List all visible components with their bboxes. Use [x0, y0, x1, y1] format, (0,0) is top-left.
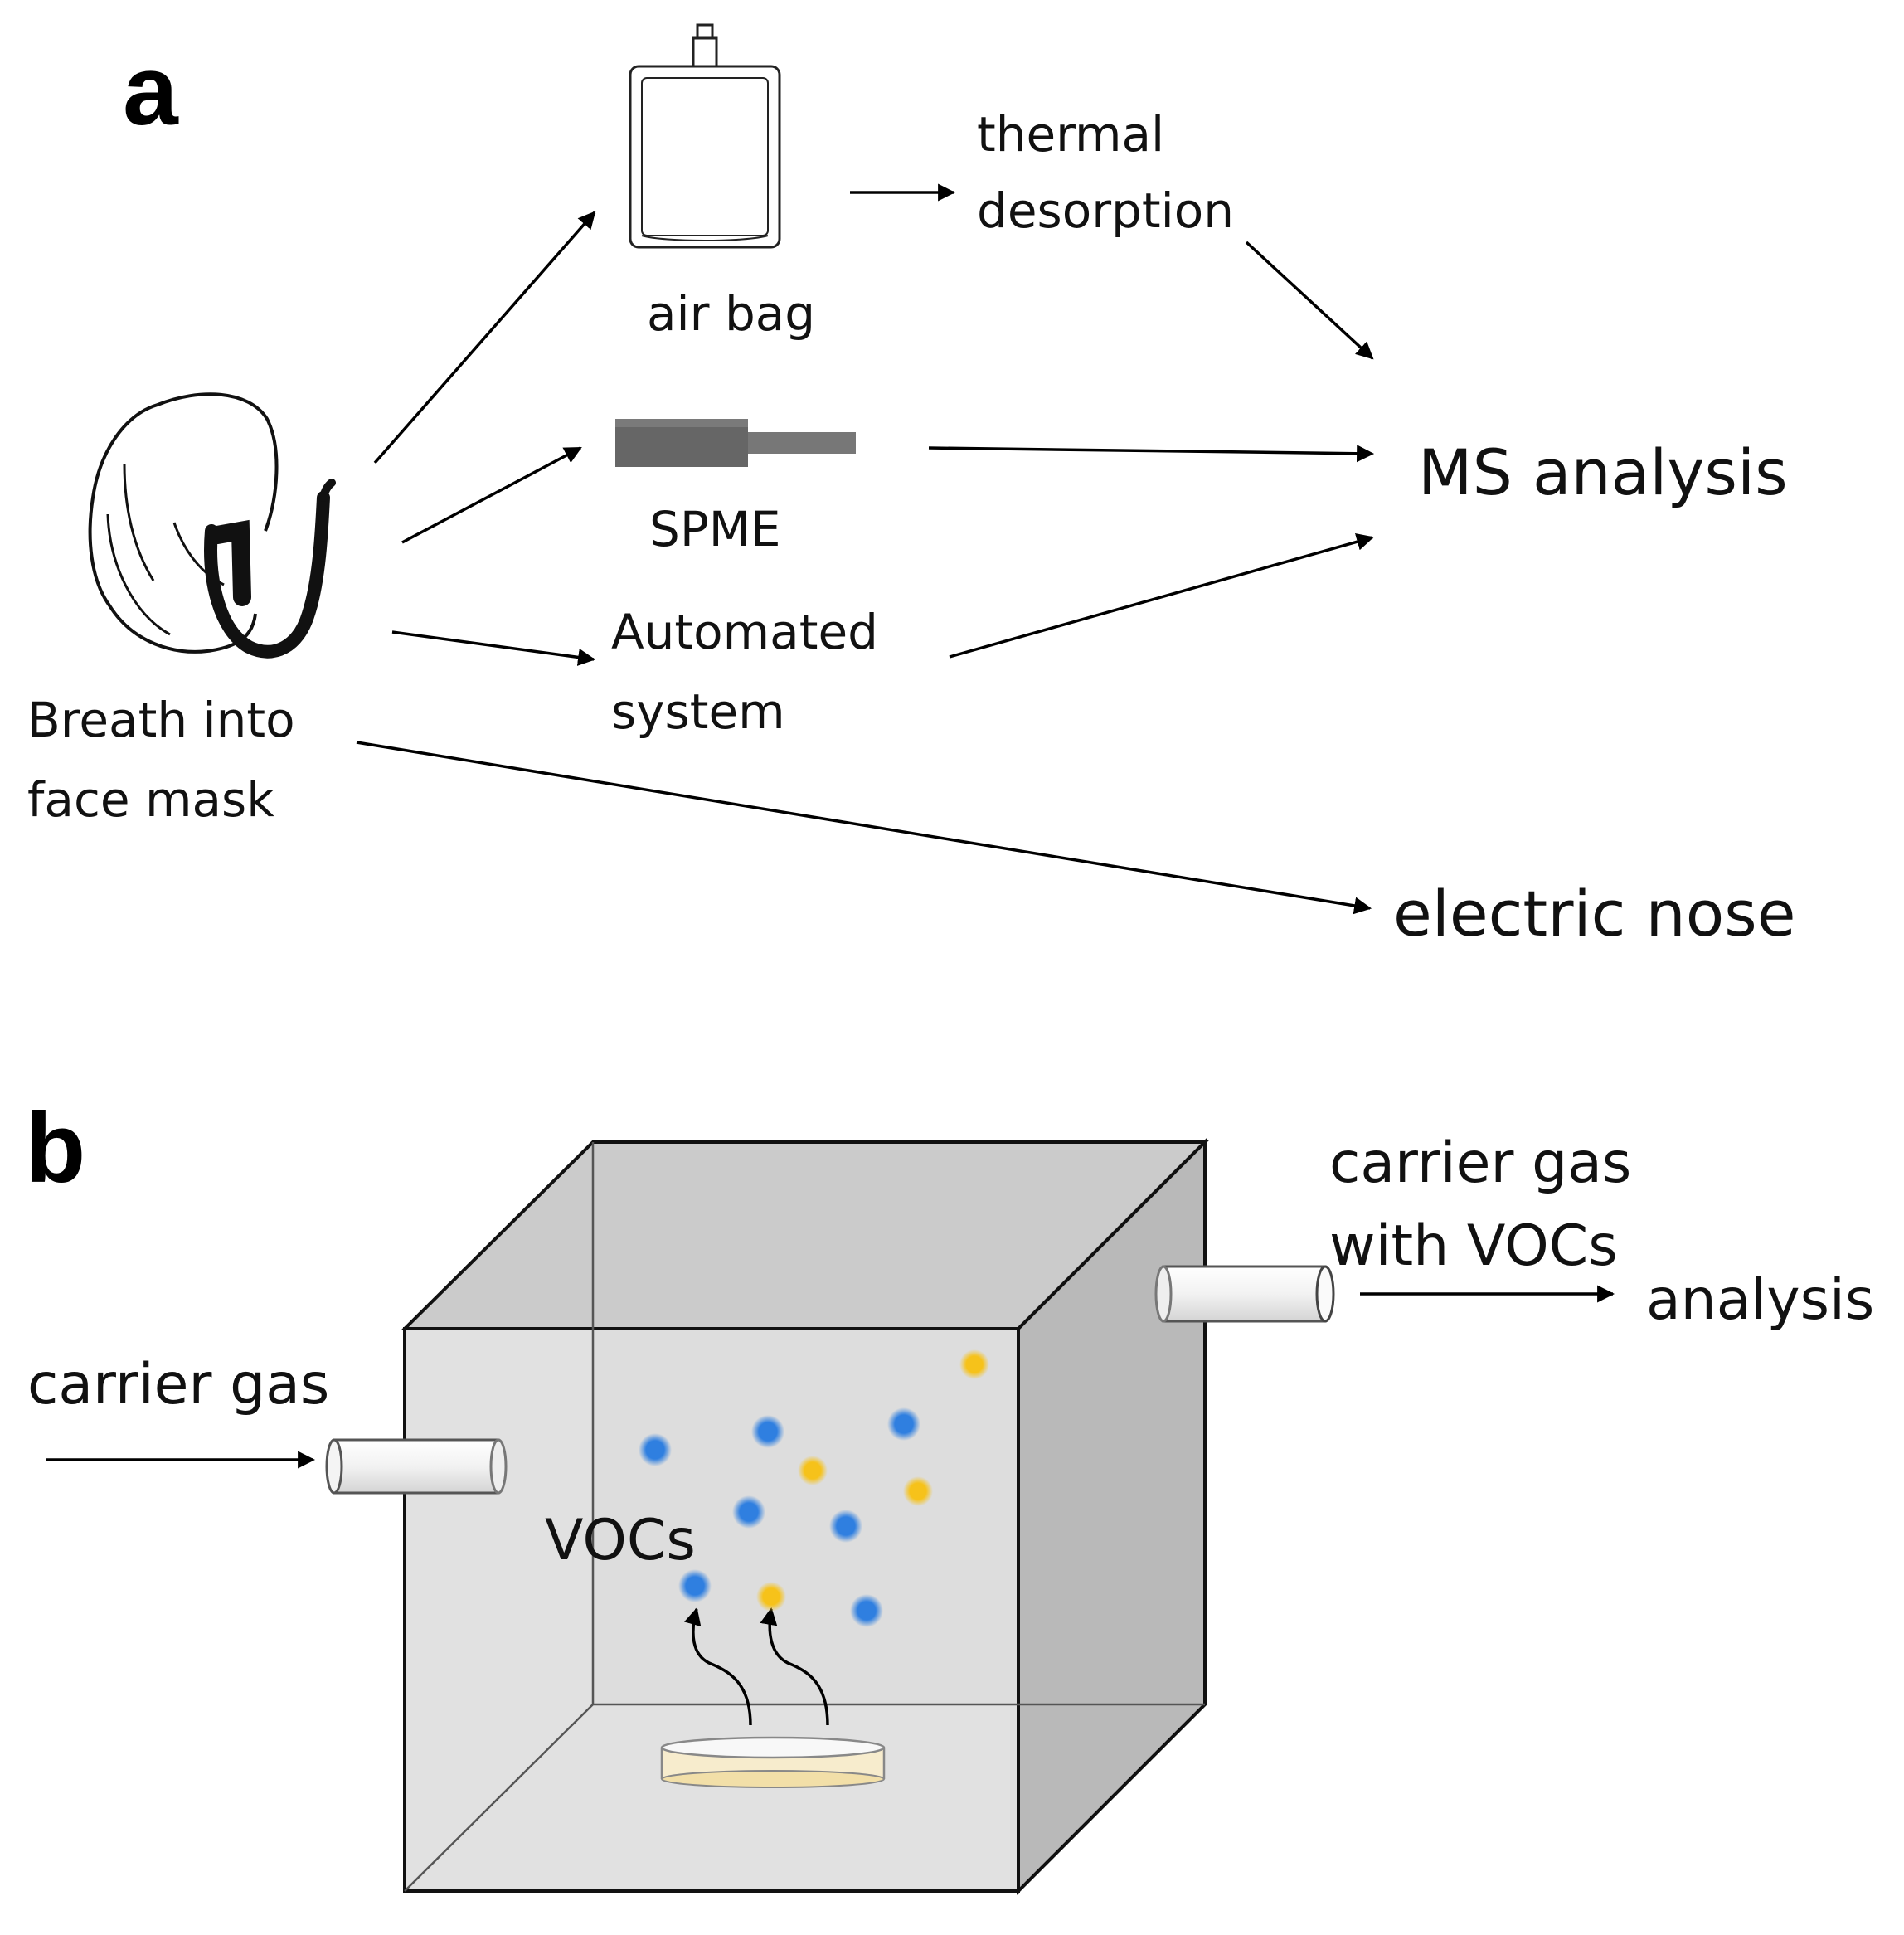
voc-particle-blue: [751, 1415, 784, 1448]
label-electric-nose: electric nose: [1393, 877, 1796, 950]
voc-particle-yellow: [756, 1582, 786, 1612]
label-thermal: thermal: [977, 106, 1164, 163]
label-spme: SPME: [649, 501, 780, 557]
label-carrier-gas-out: carrier gas: [1329, 1130, 1631, 1196]
voc-particle-blue: [639, 1433, 672, 1466]
inlet-tube: [325, 1438, 508, 1495]
petri-dish: [660, 1736, 886, 1788]
arrow-mask-to-spme: [401, 446, 582, 544]
emission-arrow-left: [683, 1607, 752, 1726]
label-carrier-gas-in: carrier gas: [27, 1352, 329, 1417]
voc-particles: [639, 1349, 989, 1627]
label-system: system: [611, 683, 785, 740]
voc-particle-yellow: [959, 1349, 989, 1379]
panel-letter-b: b: [25, 1092, 85, 1203]
face-mask-icon: [88, 392, 336, 659]
outlet-tube: [1154, 1265, 1335, 1323]
label-desorption: desorption: [977, 182, 1234, 239]
arrow-mask-to-electric-nose: [356, 741, 1372, 915]
label-face-mask: face mask: [27, 771, 274, 828]
arrow-automated-to-ms: [949, 533, 1375, 659]
air-bag-icon: [629, 23, 781, 249]
voc-particle-blue: [887, 1407, 920, 1441]
voc-particle-blue: [829, 1510, 862, 1543]
panel-letter-a: a: [123, 35, 179, 146]
emission-arrow-right: [760, 1607, 829, 1726]
label-air-bag: air bag: [647, 285, 815, 342]
arrow-mask-to-automated: [391, 630, 596, 666]
label-breath-into: Breath into: [27, 692, 295, 748]
arrow-spme-to-ms: [928, 445, 1375, 463]
label-automated: Automated: [611, 604, 878, 660]
voc-particle-yellow: [903, 1476, 933, 1506]
label-ms-analysis: MS analysis: [1418, 435, 1788, 509]
voc-particle-yellow: [798, 1456, 828, 1485]
label-with-vocs: with VOCs: [1329, 1213, 1618, 1279]
voc-particle-blue: [732, 1495, 765, 1529]
label-analysis: analysis: [1646, 1267, 1874, 1333]
voc-particle-blue: [678, 1569, 712, 1602]
arrow-mask-to-airbag: [373, 211, 596, 464]
voc-particle-blue: [850, 1594, 883, 1627]
label-vocs: VOCs: [545, 1508, 696, 1573]
spme-fiber-icon: [615, 419, 856, 467]
arrow-thermal-to-ms: [1245, 241, 1374, 360]
